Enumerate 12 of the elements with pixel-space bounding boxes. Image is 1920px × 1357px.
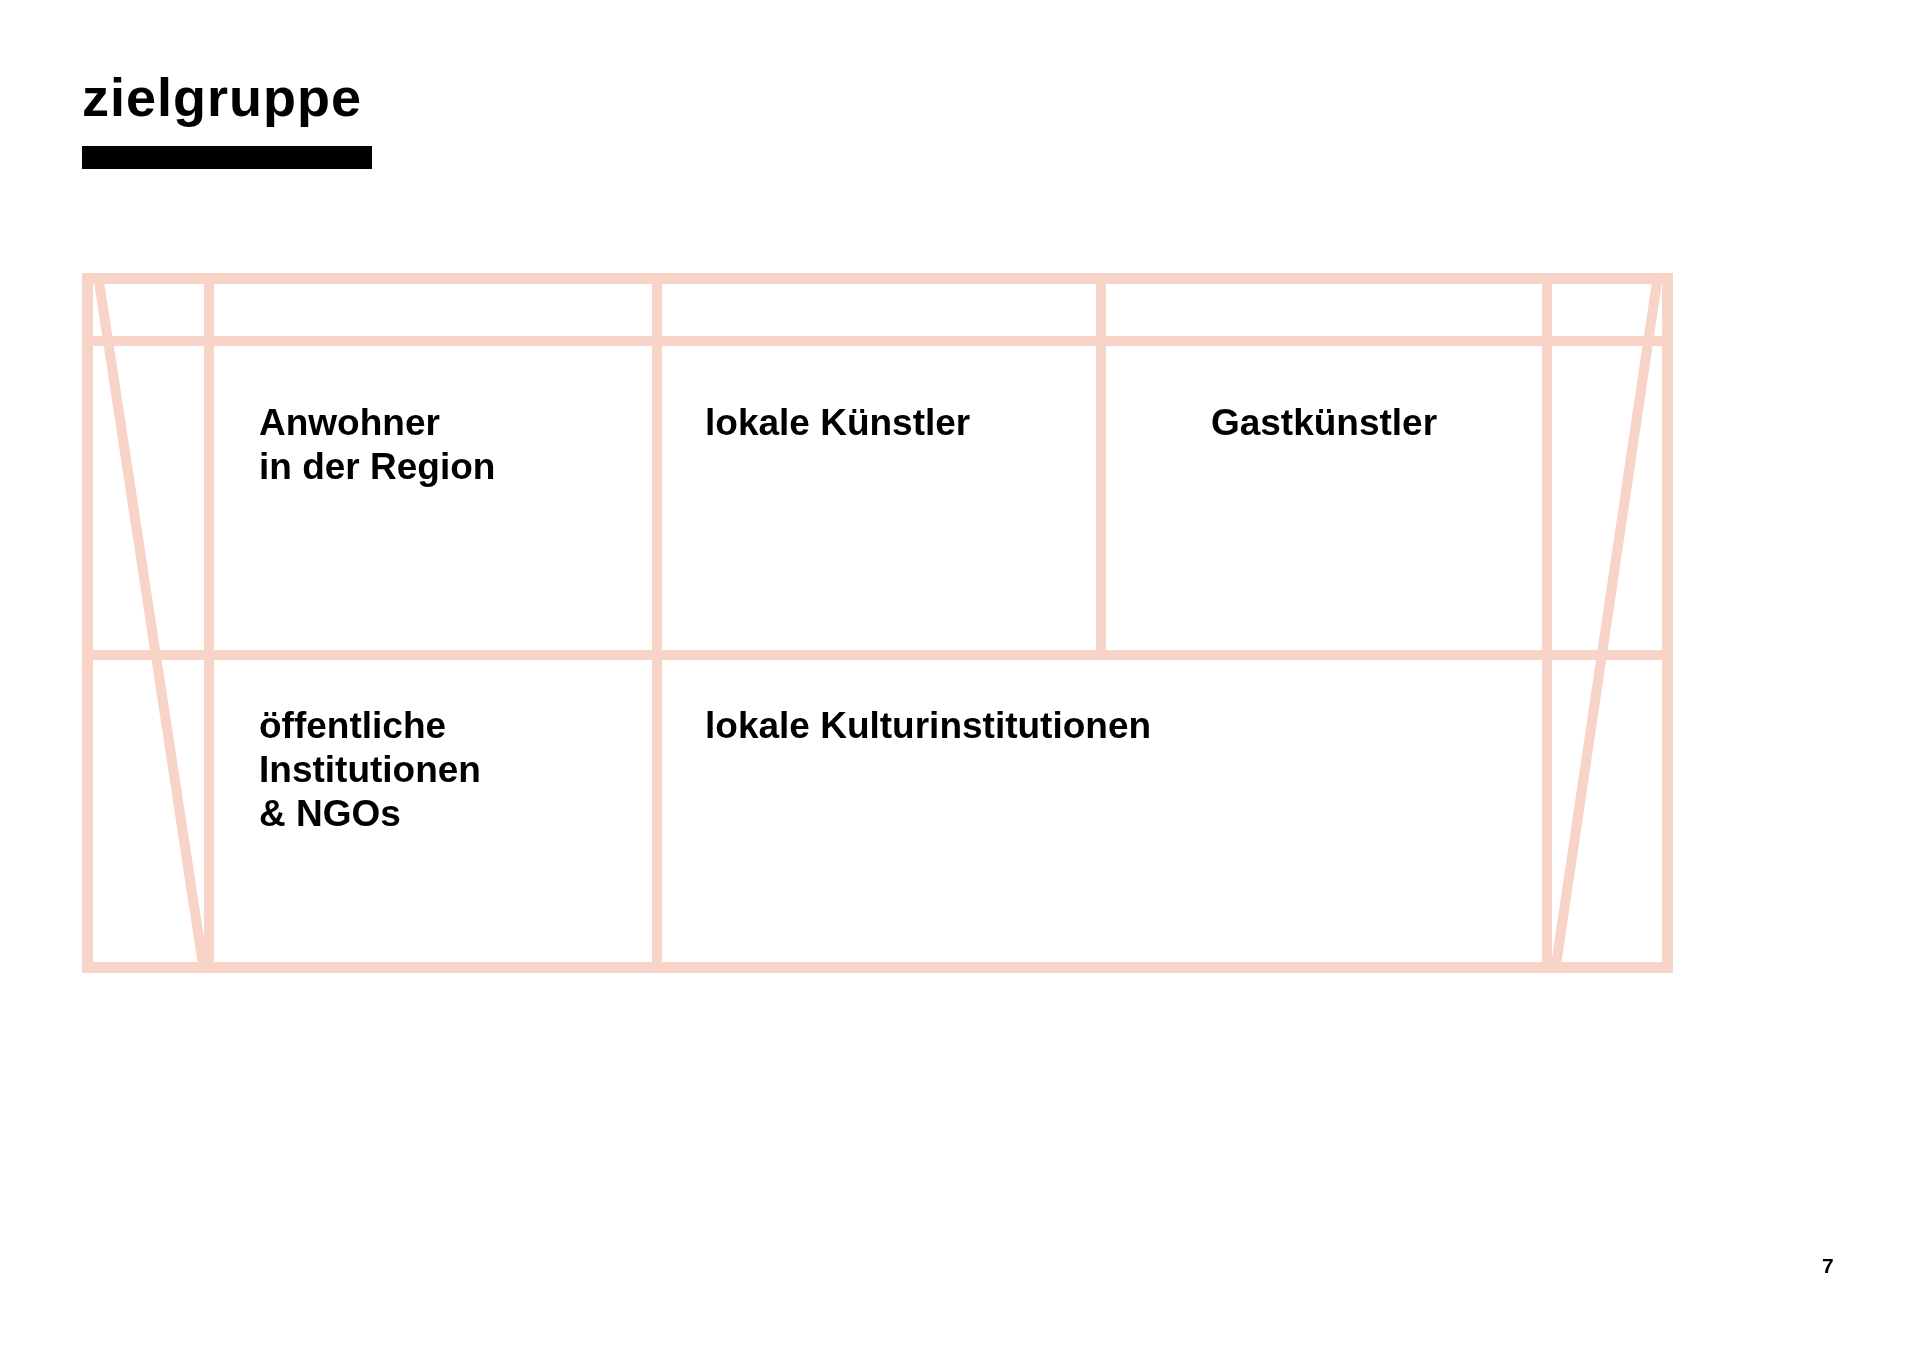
category-label: lokale Künstler <box>705 401 971 445</box>
category-cell <box>204 660 662 962</box>
page-number: 7 <box>1822 1255 1834 1276</box>
category-cell <box>1106 336 1552 660</box>
outer-frame <box>82 273 1673 973</box>
category-label: lokale Kulturinstitutionen <box>705 704 1152 748</box>
category-cell <box>662 336 1106 660</box>
category-label: öffentliche Institutionen & NGOs <box>259 704 481 836</box>
category-label: Anwohner in der Region <box>259 401 496 489</box>
category-label: Gastkünstler <box>1210 401 1438 445</box>
category-cell <box>204 336 662 660</box>
heading-underline <box>82 146 372 169</box>
